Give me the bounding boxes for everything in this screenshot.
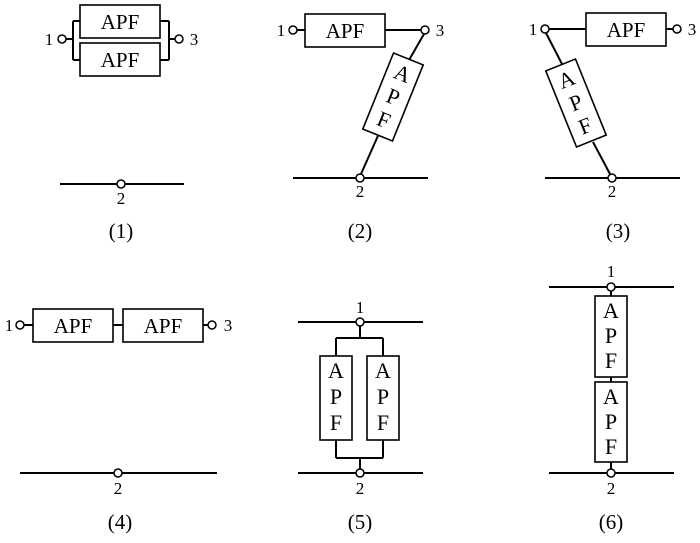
apf-letter: F xyxy=(605,348,617,373)
caption-2: (2) xyxy=(348,219,373,243)
apf-letter: A xyxy=(328,358,344,383)
terminal-2-label: 2 xyxy=(356,479,365,498)
terminal-2-node xyxy=(113,468,123,478)
config-3: APF A P F 1 3 2 (3) xyxy=(529,12,697,243)
terminal-1-node xyxy=(355,317,365,327)
apf-box xyxy=(79,42,161,77)
apf-box-vertical xyxy=(319,355,353,441)
terminal-1-label: 1 xyxy=(529,20,538,39)
apf-label: APF xyxy=(101,48,140,72)
terminal-2-node xyxy=(607,173,617,183)
apf-box xyxy=(32,308,114,343)
terminal-3-label: 3 xyxy=(190,30,199,49)
apf-letter: P xyxy=(605,409,617,434)
apf-box-vertical xyxy=(594,381,628,463)
config-2: APF A P F 1 3 2 (2) xyxy=(277,13,445,243)
terminal-2-label: 2 xyxy=(356,182,365,201)
terminal-1-node xyxy=(540,24,550,34)
config-4: APF APF 1 3 2 (4) xyxy=(5,308,233,534)
apf-box-rotated xyxy=(544,57,608,149)
config-5: A P F A P F 1 2 (5) xyxy=(298,298,423,534)
terminal-3-label: 3 xyxy=(436,21,445,40)
apf-box-vertical xyxy=(594,295,628,378)
apf-box xyxy=(585,12,667,47)
apf-letter: A xyxy=(603,298,619,323)
apf-label: APF xyxy=(101,10,140,34)
terminal-1-node xyxy=(288,25,298,35)
terminal-2-label: 2 xyxy=(608,182,617,201)
terminal-3-label: 3 xyxy=(224,316,233,335)
apf-label: APF xyxy=(607,18,646,42)
caption-6: (6) xyxy=(599,510,624,534)
apf-letter: F xyxy=(330,410,342,435)
caption-1: (1) xyxy=(109,219,134,243)
terminal-2-node xyxy=(116,179,126,189)
terminal-3-node xyxy=(174,34,184,44)
terminal-1-label: 1 xyxy=(45,30,54,49)
apf-box-rotated xyxy=(361,51,425,143)
config-6: A P F A P F 1 2 (6) xyxy=(549,262,674,534)
terminal-1-node xyxy=(606,282,616,292)
terminal-1-label: 1 xyxy=(5,316,14,335)
apf-letter: A xyxy=(375,358,391,383)
apf-letter: F xyxy=(605,434,617,459)
terminal-3-node xyxy=(420,25,430,35)
terminal-2-label: 2 xyxy=(114,479,123,498)
terminal-2-label: 2 xyxy=(607,479,616,498)
caption-5: (5) xyxy=(348,510,373,534)
terminal-3-label: 3 xyxy=(688,20,697,39)
apf-letter: F xyxy=(377,410,389,435)
apf-letter: P xyxy=(330,384,342,409)
config-1: APF APF 1 3 2 (1) xyxy=(45,4,199,243)
caption-4: (4) xyxy=(108,510,133,534)
terminal-1-label: 1 xyxy=(607,262,616,281)
terminal-2-node xyxy=(355,468,365,478)
apf-letter: A xyxy=(603,384,619,409)
apf-box xyxy=(304,13,386,48)
apf-letter: P xyxy=(377,384,389,409)
terminal-2-node xyxy=(355,173,365,183)
apf-letter: P xyxy=(605,323,617,348)
apf-box xyxy=(79,4,161,39)
apf-box-vertical xyxy=(366,355,400,441)
terminal-3-node xyxy=(672,24,682,34)
caption-3: (3) xyxy=(606,219,631,243)
apf-label: APF xyxy=(326,19,365,43)
terminal-1-node xyxy=(15,320,25,330)
terminal-2-node xyxy=(606,468,616,478)
terminal-1-label: 1 xyxy=(277,21,286,40)
terminal-3-node xyxy=(207,320,217,330)
apf-box xyxy=(122,308,204,343)
terminal-2-label: 2 xyxy=(117,189,126,208)
terminal-1-label: 1 xyxy=(356,298,365,317)
terminal-1-node xyxy=(57,34,67,44)
apf-label: APF xyxy=(54,314,93,338)
apf-label: APF xyxy=(144,314,183,338)
